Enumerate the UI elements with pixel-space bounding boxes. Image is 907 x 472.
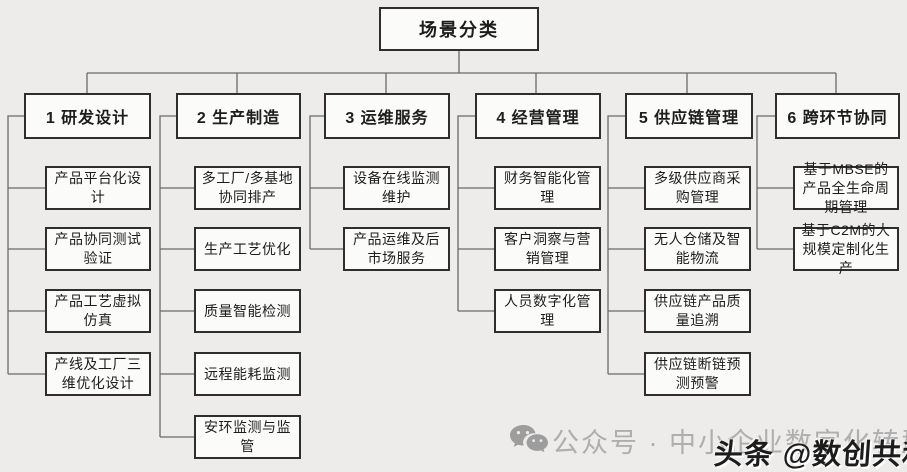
scenario-node: 供应链产品质量追溯 xyxy=(644,289,751,333)
scenario-node: 远程能耗监测 xyxy=(194,352,301,396)
scenario-node: 产品工艺虚拟仿真 xyxy=(45,289,151,333)
column-header-operation-service: 3 运维服务 xyxy=(324,93,450,139)
scenario-node: 产品平台化设计 xyxy=(45,166,151,210)
column-header-supply-chain: 5 供应链管理 xyxy=(625,93,753,139)
scenario-node: 质量智能检测 xyxy=(194,289,301,333)
wechat-watermark-text: 公众号 · 中小企业数字化转型 xyxy=(552,428,907,458)
column-header-production: 2 生产制造 xyxy=(176,93,301,139)
toutiao-watermark-text: 头条 @数创共和 xyxy=(712,439,907,471)
scenario-node: 无人仓储及智能物流 xyxy=(644,227,751,271)
column-header-cross-link-collab: 6 跨环节协同 xyxy=(775,93,900,139)
scenario-node: 人员数字化管理 xyxy=(494,289,601,333)
scenario-node: 产品运维及后市场服务 xyxy=(343,227,450,271)
scenario-node: 基于MBSE的产品全生命周期管理 xyxy=(793,161,899,215)
root-node-scene-classification: 场景分类 xyxy=(379,7,539,51)
scenario-node: 多级供应商采购管理 xyxy=(644,166,751,210)
scenario-node: 产线及工厂三维优化设计 xyxy=(45,352,151,396)
scenario-node: 基于C2M的大规模定制化生产 xyxy=(793,222,899,276)
column-header-rd-design: 1 研发设计 xyxy=(24,93,151,139)
column-header-business-management: 4 经营管理 xyxy=(475,93,601,139)
scenario-node: 供应链断链预测预警 xyxy=(644,352,751,396)
scenario-node: 安环监测与监管 xyxy=(194,415,301,459)
wechat-icon xyxy=(510,425,548,453)
scenario-node: 多工厂/多基地协同排产 xyxy=(194,166,301,210)
scenario-node: 财务智能化管理 xyxy=(494,166,601,210)
scenario-node: 产品协同测试验证 xyxy=(45,227,151,271)
scenario-node: 客户洞察与营销管理 xyxy=(494,227,601,271)
scenario-node: 设备在线监测维护 xyxy=(343,166,450,210)
scenario-node: 生产工艺优化 xyxy=(194,227,301,271)
